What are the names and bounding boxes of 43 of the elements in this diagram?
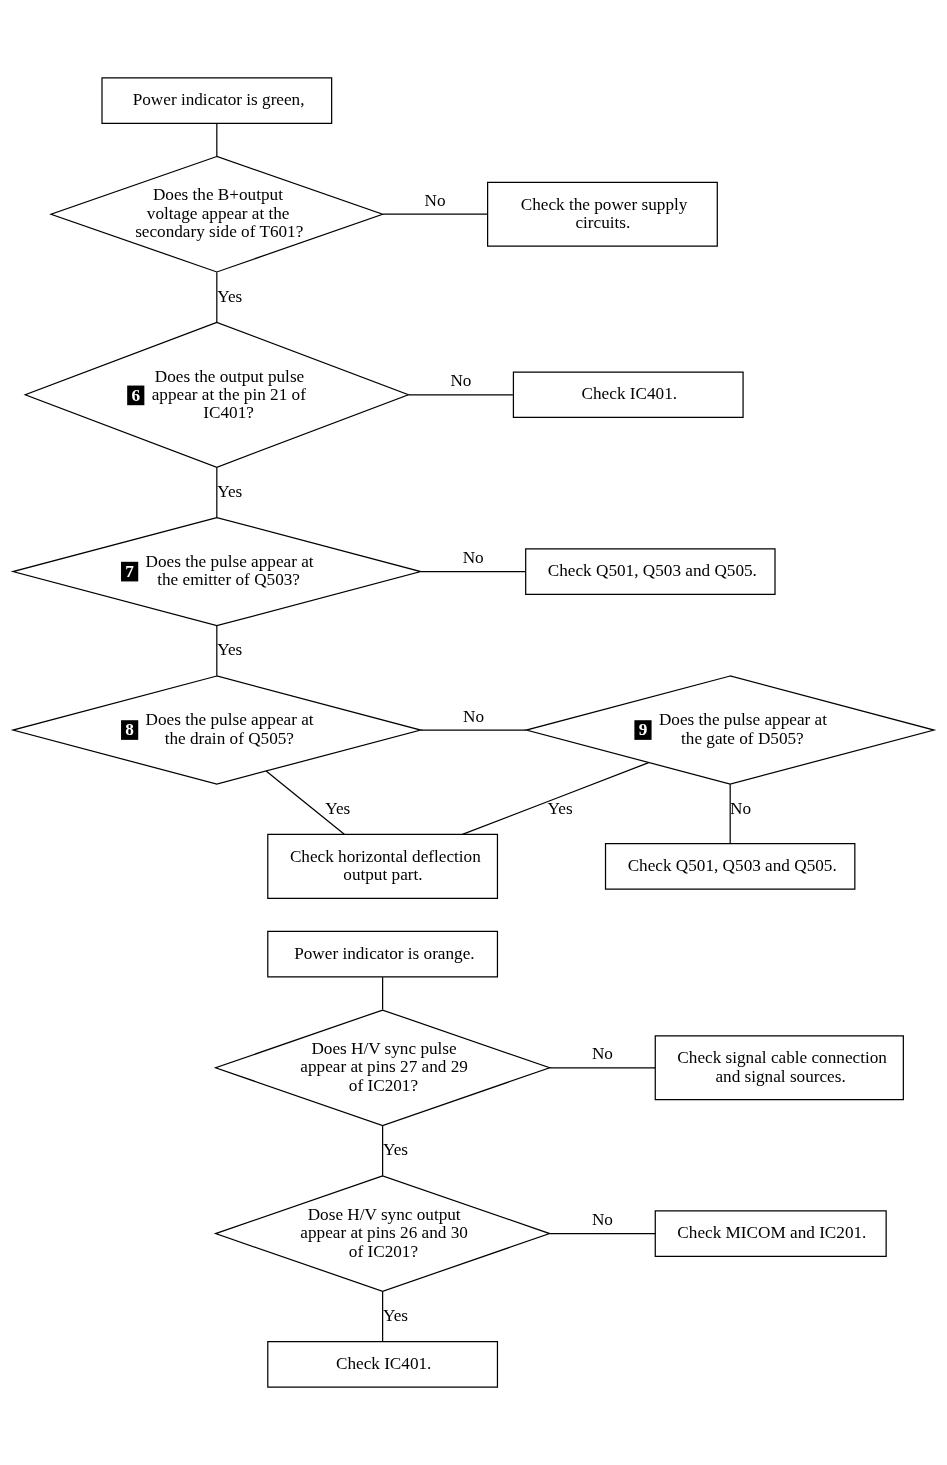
edge-label: Yes (217, 481, 243, 501)
connector (729, 783, 731, 845)
edge-label: Yes (383, 1140, 409, 1160)
node-box: Check Q501, Q503 and Q505. (604, 843, 856, 890)
connector (382, 1125, 384, 1177)
node-box: Check MICOM and IC201. (654, 1210, 887, 1257)
connector (265, 770, 345, 835)
edge-label: Yes (217, 286, 243, 306)
node-diamond: Does the B+output voltage appear at the secondary side of T601? (49, 155, 385, 273)
edge-label: No (591, 1210, 613, 1230)
node-box: Check horizontal deflection output part. (267, 833, 499, 899)
node-diamond: 6 Does the output pulse appear at the pin 21 of IC401? (23, 321, 411, 468)
edge-label: Yes (217, 640, 243, 660)
node-box: Power indicator is green, (101, 77, 333, 124)
connector (549, 1232, 656, 1235)
node-box: Check IC401. (512, 371, 744, 419)
edge-label: No (591, 1044, 613, 1064)
node-box: Check signal cable connection and signal sources. (654, 1035, 904, 1101)
connector (420, 729, 527, 731)
connector (549, 1067, 656, 1069)
edge-label: No (462, 706, 485, 726)
connector (382, 213, 488, 215)
node-diamond: Does H/V sync pulse appear at pins 27 and 29 of IC201? (213, 1009, 552, 1127)
edge-label: Yes (383, 1306, 409, 1326)
connector (216, 271, 218, 323)
edge-label: Yes (547, 798, 573, 818)
connector (382, 1290, 384, 1343)
connector (382, 976, 384, 1011)
edge-label: No (450, 371, 472, 391)
connector (420, 571, 526, 573)
edge-label: No (462, 548, 484, 568)
edge-label: Yes (325, 798, 351, 818)
connector (216, 123, 218, 157)
node-box: Power indicator is orange. (267, 930, 499, 978)
connector (216, 466, 218, 519)
node-box: Check IC401. (267, 1341, 499, 1388)
connector (461, 762, 650, 836)
edge-label: No (424, 190, 446, 210)
node-box: Check Q501, Q503 and Q505. (525, 548, 776, 595)
node-box: Check the power supply circuits. (487, 181, 718, 247)
connector (216, 625, 218, 677)
node-diamond: Dose H/V sync output appear at pins 26 and 30 of IC201? (213, 1175, 552, 1292)
connector (408, 394, 514, 396)
